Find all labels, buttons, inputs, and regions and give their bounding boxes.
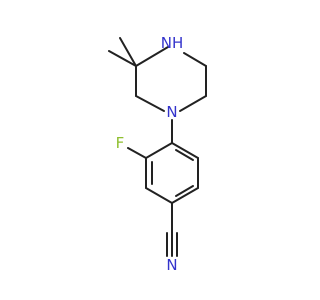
bond-ring-inner-c (175, 149, 194, 161)
atom-label-fluorine: F (116, 134, 125, 152)
bond-c3-n4 (135, 95, 165, 112)
bond-methyl-b (119, 37, 137, 67)
atom-nh-h: H (172, 34, 183, 52)
benzene-ring (145, 142, 199, 204)
bond-ring-3-4 (145, 187, 173, 204)
bond-ring-6-1 (171, 142, 199, 159)
bond-ring-inner-b (175, 185, 194, 197)
bond-ring-4-5 (171, 187, 199, 204)
bond-n4-c5 (179, 95, 207, 112)
bond-c6-nh (183, 52, 207, 67)
atom-label-nitrile-n: N (166, 256, 177, 274)
bond-nh-c2 (135, 46, 169, 67)
atom-nh-n: N (161, 34, 172, 52)
atom-label-piperazine-n: N (166, 103, 177, 121)
piperazine-ring (108, 37, 207, 112)
bond-methyl-a (108, 50, 137, 67)
atom-label-nh: NH (161, 34, 184, 52)
bond-ring-1-2 (145, 142, 173, 159)
bond-c-fluorine (127, 147, 147, 159)
molecule-structure: NH N F N (108, 34, 207, 274)
